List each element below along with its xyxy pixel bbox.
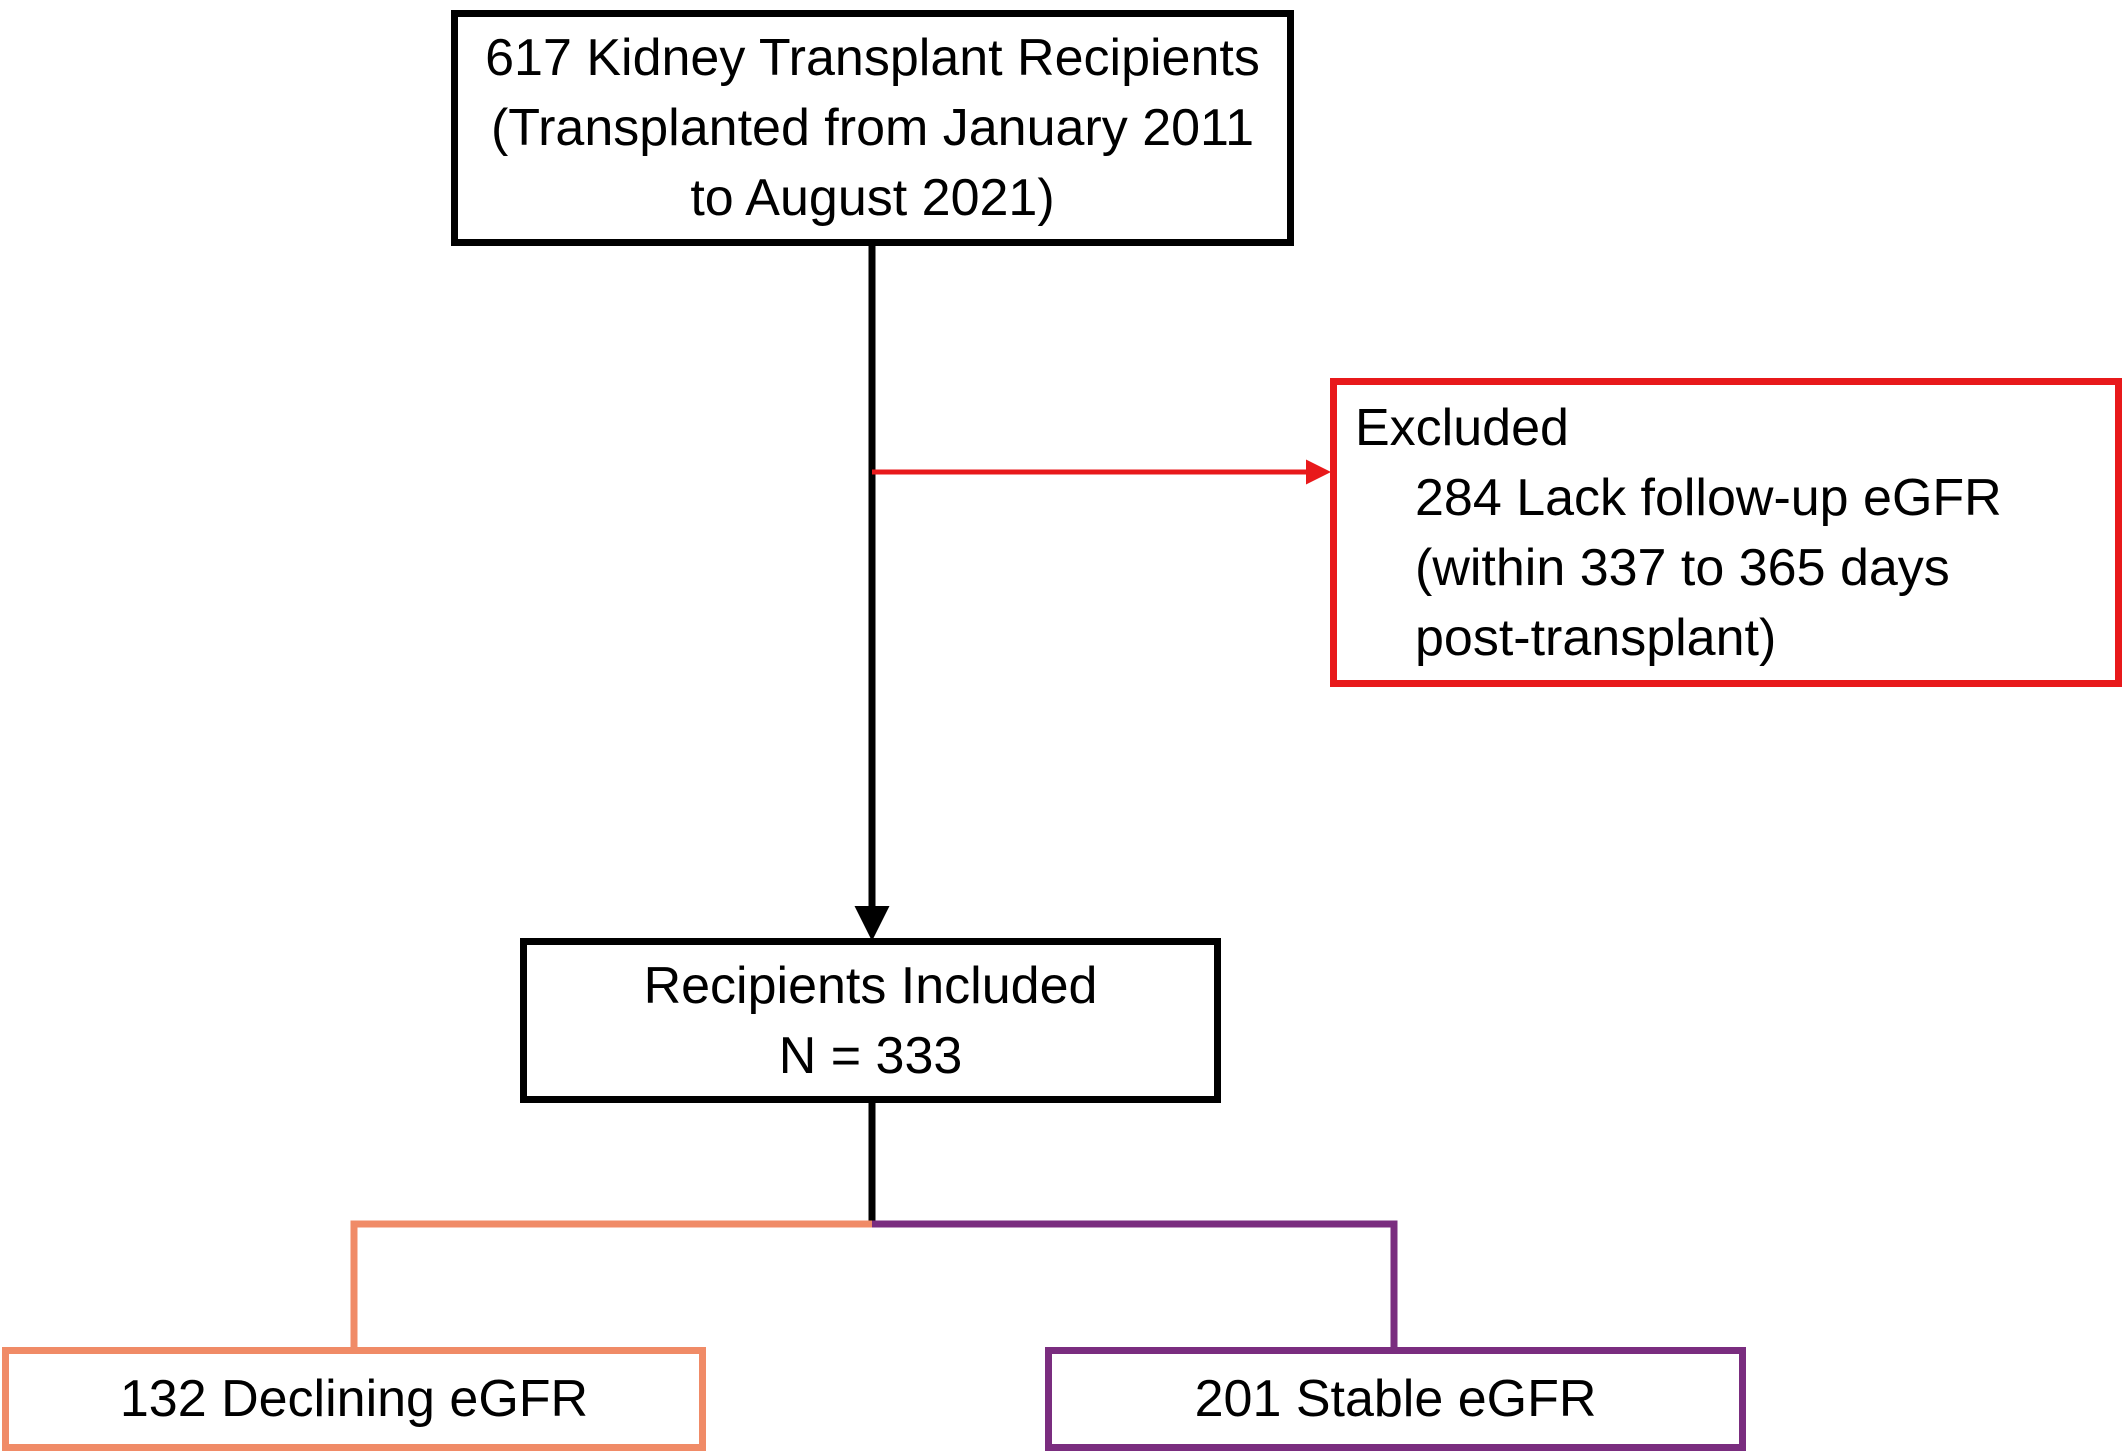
declining-branch-line xyxy=(350,1220,872,1347)
excluded-heading: Excluded xyxy=(1355,398,1569,457)
total-recipients-line-1: 617 Kidney Transplant Recipients xyxy=(485,29,1260,87)
included-line-1: Recipients Included xyxy=(643,956,1098,1015)
excluded-line-3: post-transplant) xyxy=(1415,608,1777,667)
stable-branch-line xyxy=(872,1220,1398,1347)
stable-egfr-box: 201 Stable eGFR xyxy=(1045,1347,1746,1451)
included-line-2: N = 333 xyxy=(778,1026,963,1085)
excluded-line-2: (within 337 to 365 days xyxy=(1415,538,1950,597)
excluded-box: Excluded 284 Lack follow-up eGFR (within… xyxy=(1330,378,2122,687)
excluded-line-1: 284 Lack follow-up eGFR xyxy=(1415,468,2002,527)
total-recipients-line-2: (Transplanted from January 2011 xyxy=(490,99,1255,157)
total-recipients-line-3: to August 2021) xyxy=(690,169,1055,227)
included-box: Recipients Included N = 333 xyxy=(520,938,1221,1103)
total-recipients-box: 617 Kidney Transplant Recipients (Transp… xyxy=(451,10,1294,246)
declining-egfr-box: 132 Declining eGFR xyxy=(2,1347,706,1451)
stable-egfr-label: 201 Stable eGFR xyxy=(1194,1370,1597,1428)
declining-egfr-label: 132 Declining eGFR xyxy=(119,1370,589,1428)
